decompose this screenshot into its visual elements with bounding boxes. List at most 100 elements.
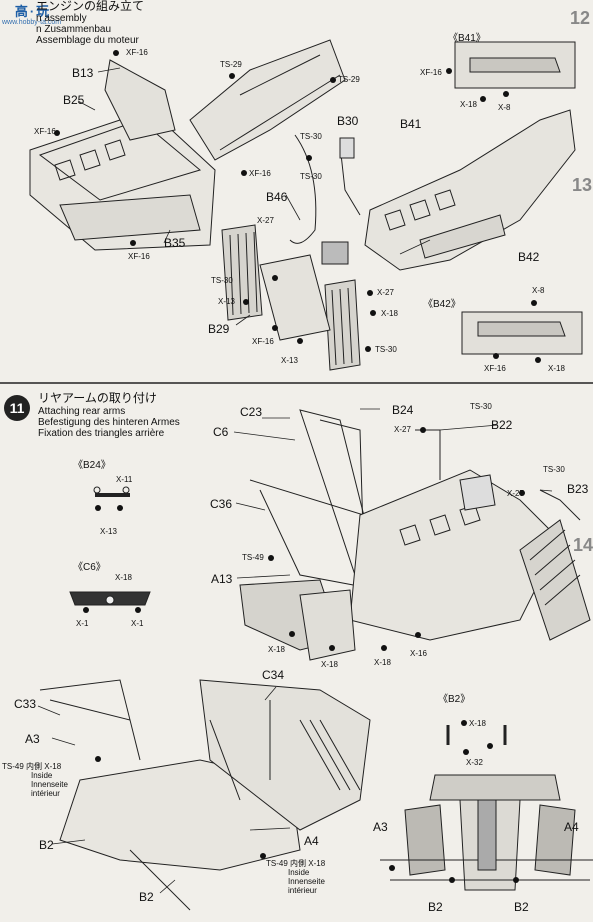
inside-right-x: X-18 bbox=[308, 859, 326, 868]
inside-right-de: Innenseite bbox=[288, 877, 325, 886]
paint-xf16b: XF-16 bbox=[34, 127, 56, 136]
step11-title-jp: リヤアームの取り付け bbox=[38, 391, 157, 405]
label-a3b: A3 bbox=[373, 820, 388, 834]
inset-b41-xf16: XF-16 bbox=[420, 68, 442, 77]
inset-b24-x11: X-11 bbox=[116, 475, 133, 484]
label-b46: B46 bbox=[266, 190, 288, 204]
radiator-left-drawing bbox=[221, 224, 263, 321]
paint-x18b: X-18 bbox=[268, 645, 285, 654]
paint-xf16e: XF-16 bbox=[252, 337, 274, 346]
inset-c6-x18: X-18 bbox=[115, 573, 132, 582]
label-b30: B30 bbox=[337, 114, 359, 128]
inset-b24-title: 《B24》 bbox=[73, 460, 111, 471]
paint-x27b: X-27 bbox=[377, 288, 394, 297]
label-a4b: A4 bbox=[564, 820, 579, 834]
label-b42: B42 bbox=[518, 250, 540, 264]
label-b29: B29 bbox=[208, 322, 230, 336]
inset-b42-x18: X-18 bbox=[548, 364, 565, 373]
paint-xf16d: XF-16 bbox=[128, 252, 150, 261]
inside-left-jp: 内側 bbox=[26, 762, 43, 771]
side-step-13: 13 bbox=[572, 175, 593, 195]
inset-c6-x1b: X-1 bbox=[131, 619, 144, 628]
inside-right-jp: 内側 bbox=[290, 859, 307, 868]
inset-b42-xf16: XF-16 bbox=[484, 364, 506, 373]
rear-arms-drawing-top bbox=[239, 409, 591, 661]
inside-left-paint: TS-49 bbox=[2, 762, 24, 771]
label-b22: B22 bbox=[491, 418, 513, 432]
label-b2c: B2 bbox=[428, 900, 443, 914]
watermark-logo: 高·玩 www.hobby-ta.com bbox=[0, 0, 66, 30]
inset-b2-title: 《B2》 bbox=[438, 694, 471, 705]
label-a3: A3 bbox=[25, 732, 40, 746]
label-b2b: B2 bbox=[139, 890, 154, 904]
inside-right-code: TS-49 内側 X-18 bbox=[266, 858, 325, 869]
paint-ts49a: TS-49 bbox=[242, 553, 264, 562]
paint-ts30a: TS-30 bbox=[300, 132, 322, 141]
inset-b2-x18: X-18 bbox=[469, 719, 486, 728]
paint-ts29a: TS-29 bbox=[220, 60, 242, 69]
label-b35: B35 bbox=[164, 236, 186, 250]
paint-ts30b: TS-30 bbox=[300, 172, 322, 181]
label-c34: C34 bbox=[262, 668, 285, 682]
inset-b41-x18: X-18 bbox=[460, 100, 477, 109]
step11-title-de: Befestigung des hinteren Armes bbox=[38, 417, 180, 428]
label-c36: C36 bbox=[210, 497, 233, 511]
engine-block-drawing bbox=[29, 39, 346, 251]
side-step-12: 12 bbox=[570, 8, 591, 28]
inside-left-x: X-18 bbox=[44, 762, 62, 771]
label-b24: B24 bbox=[392, 403, 414, 417]
paint-x27d: X-27 bbox=[507, 489, 524, 498]
label-b13: B13 bbox=[72, 66, 94, 80]
paint-x18d: X-18 bbox=[374, 658, 391, 667]
paint-ts30c: TS-30 bbox=[211, 276, 233, 285]
rear-view-drawing bbox=[380, 774, 593, 891]
label-c33: C33 bbox=[14, 697, 37, 711]
step10-title-en: n assembly bbox=[36, 13, 87, 24]
inside-left-fr: intérieur bbox=[31, 789, 60, 798]
paint-ts29b: TS-29 bbox=[338, 75, 360, 84]
label-a13: A13 bbox=[211, 572, 233, 586]
paint-x16: X-16 bbox=[410, 649, 427, 658]
paint-x13b: X-13 bbox=[281, 356, 298, 365]
engine-block-right-drawing bbox=[364, 109, 576, 271]
step10-title-fr: Assemblage du moteur bbox=[36, 35, 139, 46]
paint-x27c: X-27 bbox=[394, 425, 411, 434]
step11-title-en: Attaching rear arms bbox=[38, 406, 126, 417]
inset-b41-x8: X-8 bbox=[498, 103, 511, 112]
side-step-14: 14 bbox=[573, 535, 593, 555]
paint-ts30e: TS-30 bbox=[470, 402, 492, 411]
inside-right-en: Inside bbox=[288, 868, 310, 877]
step10-title-de: n Zusammenbau bbox=[36, 24, 112, 35]
inset-c6-x1a: X-1 bbox=[76, 619, 89, 628]
inset-b42-title: 《B42》 bbox=[423, 299, 461, 310]
inside-left-code: TS-49 内側 X-18 bbox=[2, 761, 61, 772]
label-b41: B41 bbox=[400, 117, 422, 131]
paint-xf16c: XF-16 bbox=[249, 169, 271, 178]
inside-left-en: Inside bbox=[31, 771, 53, 780]
watermark-url: www.hobby-ta.com bbox=[2, 19, 62, 26]
inside-right-paint: TS-49 bbox=[266, 859, 288, 868]
inside-left-de: Innenseite bbox=[31, 780, 68, 789]
inset-b42-x8: X-8 bbox=[532, 286, 545, 295]
paint-x18c: X-18 bbox=[321, 660, 338, 669]
step10-title-jp: エンジンの組み立て bbox=[36, 0, 145, 13]
paint-x13a: X-13 bbox=[218, 297, 235, 306]
step11-title-fr: Fixation des triangles arrière bbox=[38, 428, 165, 439]
paint-ts30d: TS-30 bbox=[375, 345, 397, 354]
label-c6: C6 bbox=[213, 425, 229, 439]
label-b2a: B2 bbox=[39, 838, 54, 852]
rear-arms-drawing-bottom bbox=[39, 679, 371, 911]
paint-x18a: X-18 bbox=[381, 309, 398, 318]
step11-number: 11 bbox=[4, 395, 30, 421]
radiator-right-drawing bbox=[324, 279, 361, 371]
inset-b24-x13: X-13 bbox=[100, 527, 117, 536]
paint-x27a: X-27 bbox=[257, 216, 274, 225]
inset-c6-title: 《C6》 bbox=[73, 562, 106, 573]
label-b2d: B2 bbox=[514, 900, 529, 914]
paint-xf16a: XF-16 bbox=[126, 48, 148, 57]
label-c23: C23 bbox=[240, 405, 263, 419]
inset-b2-x32: X-32 bbox=[466, 758, 483, 767]
inset-b41-title: 《B41》 bbox=[448, 33, 486, 44]
